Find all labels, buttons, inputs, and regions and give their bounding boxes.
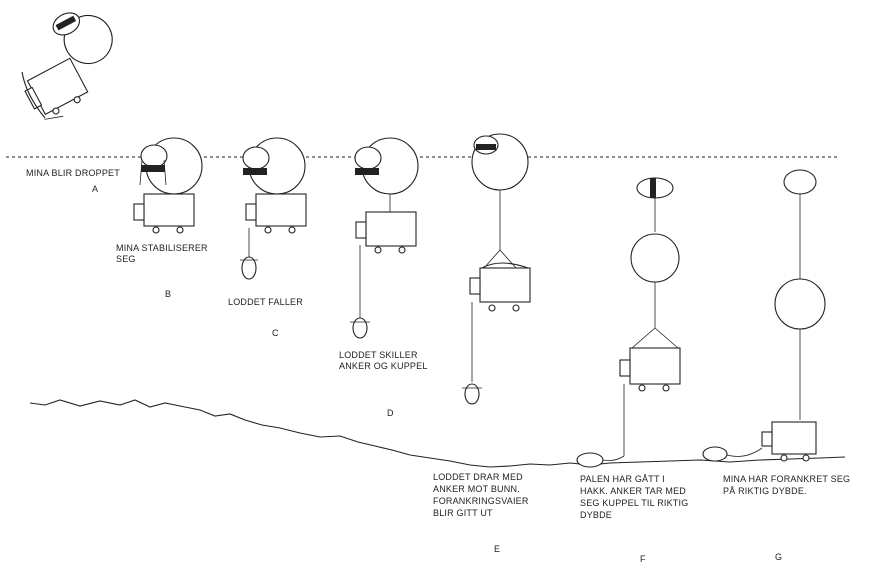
caption-e-line-1: LODDET DRAR MED [433,472,523,482]
caption-b-line-1: MINA STABILISERER [116,243,208,253]
caption-f: PALEN HAR GÅTT I HAKK. ANKER TAR MED SEG… [580,474,688,564]
stage-letter-g: G [775,552,782,562]
svg-text:MINA BLIR DROPPET: MINA BLIR DROPPET [26,168,120,178]
sea-bed-line [29,399,846,468]
caption-c: LODDET FALLER C [228,297,303,338]
caption-f-line-1: PALEN HAR GÅTT I [580,474,665,484]
caption-g: MINA HAR FORANKRET SEG PÅ RIKTIG DYBDE. … [723,474,850,562]
mine-stage-f [576,177,681,468]
parachute-strap [21,71,46,119]
caption-e-line-3: FORANKRINGSVAIER [433,496,529,506]
stage-letter-a: A [92,184,98,194]
caption-d-line-2: ANKER OG KUPPEL [339,361,428,371]
caption-e-line-4: BLIR GITT UT [433,508,493,518]
stage-letter-e: E [494,544,500,554]
caption-g-line-1: MINA HAR FORANKRET SEG [723,474,850,484]
mine-stage-g [702,169,826,462]
caption-g-line-2: PÅ RIKTIG DYBDE. [723,486,807,496]
stage-letter-b: B [165,289,171,299]
mine-stage-c [240,137,307,280]
mine-stage-b [133,137,203,234]
caption-b: MINA STABILISERER SEG B [116,243,208,299]
stage-letter-c: C [272,328,279,338]
caption-a-line-1: MINA BLIR DROPPET [26,168,120,178]
stage-letter-d: D [387,408,394,418]
mine-stage-e [462,133,531,405]
caption-e-line-2: ANKER MOT BUNN. [433,484,520,494]
mine-stage-d [350,137,419,339]
caption-c-line-1: LODDET FALLER [228,297,303,307]
caption-d: LODDET SKILLER ANKER OG KUPPEL D [339,350,428,418]
caption-a: MINA BLIR DROPPET A [26,168,120,194]
caption-e: LODDET DRAR MED ANKER MOT BUNN. FORANKRI… [433,472,529,554]
caption-b-line-2: SEG [116,254,136,264]
mine-stage-a [24,12,113,120]
stage-letter-f: F [640,554,646,564]
caption-d-line-1: LODDET SKILLER [339,350,418,360]
caption-f-line-4: DYBDE [580,510,612,520]
caption-f-line-3: SEG KUPPEL TIL RIKTIG [580,498,688,508]
caption-f-line-2: HAKK. ANKER TAR MED [580,486,686,496]
